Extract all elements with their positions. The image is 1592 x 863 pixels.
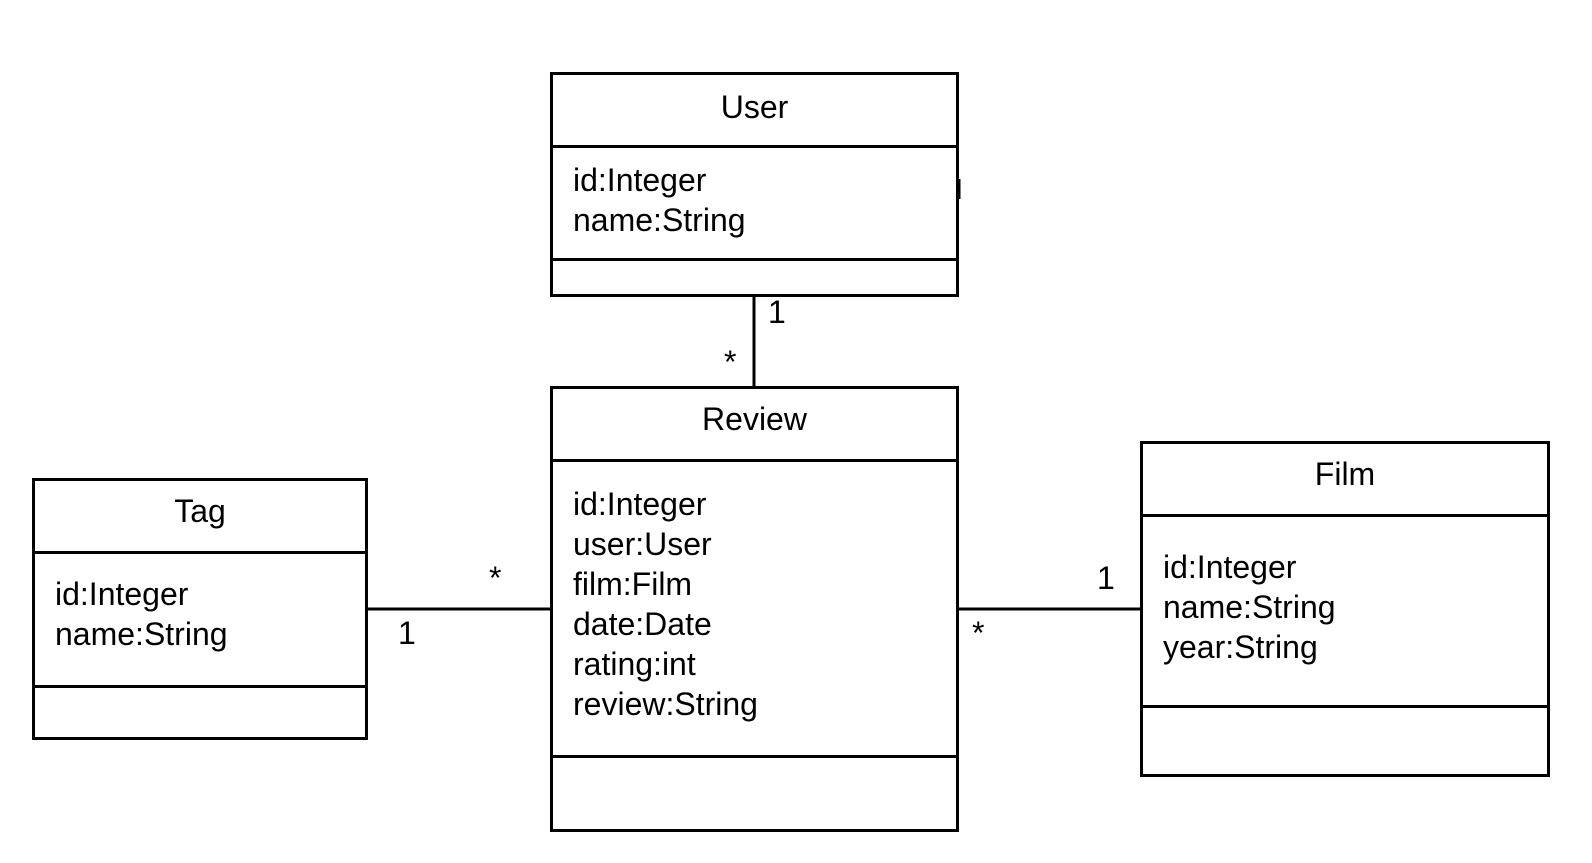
class-name: Tag — [35, 481, 365, 554]
attribute: film:Film — [573, 566, 693, 602]
class-name: Film — [1143, 444, 1547, 517]
multiplicity-film-end: 1 — [1097, 560, 1115, 596]
attribute-list: id:Integer name:String year:String — [1143, 517, 1547, 708]
attribute: name:String — [573, 202, 746, 238]
attribute: review:String — [573, 686, 758, 722]
multiplicity-review-end-tag: * — [489, 560, 502, 596]
attribute: id:Integer — [1163, 549, 1297, 585]
attribute-list: id:Integer user:User film:Film date:Date… — [553, 462, 956, 758]
attribute: name:String — [55, 616, 228, 652]
multiplicity-tag-end: 1 — [398, 615, 416, 651]
attribute: date:Date — [573, 606, 712, 642]
multiplicity-review-end-film: * — [972, 615, 985, 651]
attribute: id:Integer — [55, 576, 189, 612]
attribute-list: id:Integer name:String — [553, 148, 956, 261]
multiplicity-user-end: 1 — [768, 294, 786, 330]
multiplicity-review-end-user: * — [724, 344, 737, 380]
class-name: User — [553, 75, 956, 148]
attribute: id:Integer — [573, 162, 707, 198]
class-tag[interactable]: Tag id:Integer name:String — [32, 478, 368, 740]
class-user[interactable]: User id:Integer name:String — [550, 72, 959, 297]
attribute: rating:int — [573, 646, 696, 682]
attribute: id:Integer — [573, 486, 707, 522]
class-review[interactable]: Review id:Integer user:User film:Film da… — [550, 386, 959, 832]
class-film[interactable]: Film id:Integer name:String year:String — [1140, 441, 1550, 777]
attribute: year:String — [1163, 629, 1318, 665]
attribute-list: id:Integer name:String — [35, 554, 365, 688]
attribute: user:User — [573, 526, 712, 562]
attribute: name:String — [1163, 589, 1336, 625]
class-name: Review — [553, 389, 956, 462]
